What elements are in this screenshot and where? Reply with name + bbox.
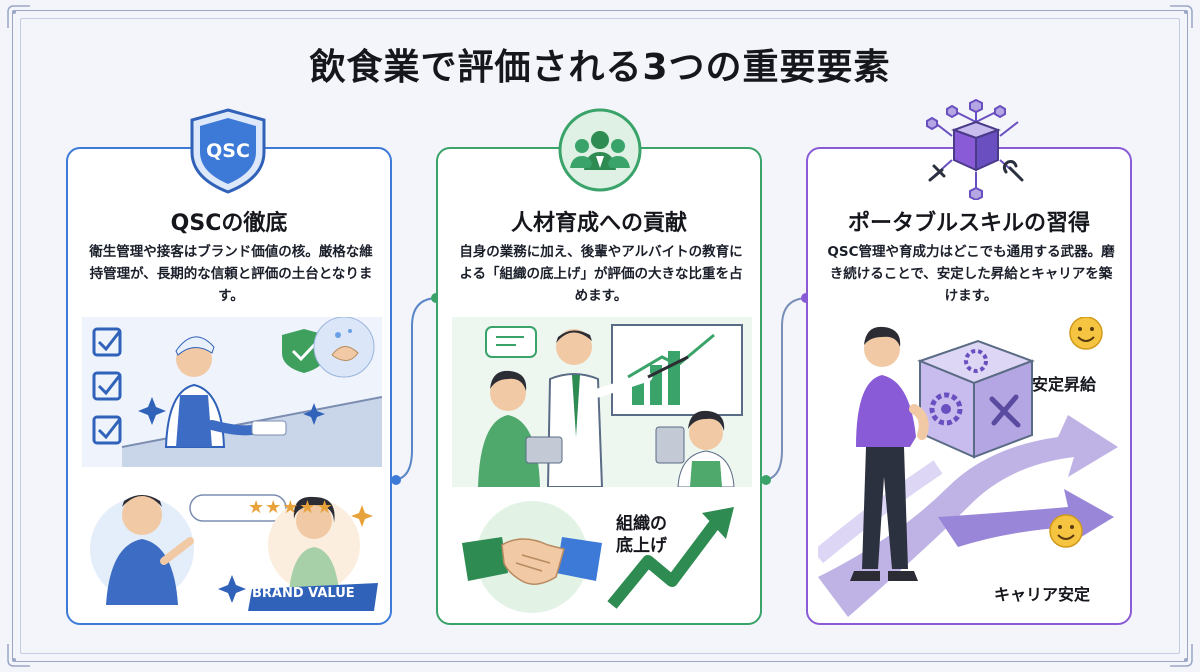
promotion-label: 安定昇給 xyxy=(1032,375,1097,394)
corner-ornament-top-left-icon xyxy=(7,5,30,28)
card-body: QSC管理や育成力はどこでも通用する武器。磨き続けることで、安定した昇給とキャリ… xyxy=(827,244,1115,304)
inner-frame xyxy=(20,18,1180,654)
card-heading: 人材育成への貢献 xyxy=(510,211,687,236)
qsc-shield-icon xyxy=(190,108,266,194)
team-people-icon xyxy=(558,108,642,192)
card-body: 自身の業務に加え、後輩やアルバイトの教育による「組織の底上げ」が評価の大きな比重… xyxy=(459,244,743,304)
career-path-illustration xyxy=(818,317,1118,617)
customer-satisfaction-illustration xyxy=(90,494,378,611)
card-qsc: QSCの徹底 衛生管理や接客はブランド価値の核。厳格な維持管理が、長期的な信頼と… xyxy=(66,147,392,625)
cleaning-staff-illustration xyxy=(82,317,382,467)
rating-stars: ★★★★★ xyxy=(248,497,334,518)
card-body: 衛生管理や接客はブランド価値の核。厳格な維持管理が、長期的な信頼と評価の土台とな… xyxy=(89,244,373,304)
card-heading: ポータブルスキルの習得 xyxy=(847,211,1090,236)
handshake-growth-illustration xyxy=(462,501,734,613)
corner-ornament-top-right-icon xyxy=(1170,5,1193,28)
career-stability-label: キャリア安定 xyxy=(994,585,1091,604)
growth-label-line-1: 組織の xyxy=(616,514,667,534)
growth-label-line-2: 底上げ xyxy=(616,536,667,556)
qsc-badge-text: QSC xyxy=(206,140,250,162)
card-people-development: 人材育成への貢献 自身の業務に加え、後輩やアルバイトの教育による「組織の底上げ」… xyxy=(436,147,762,625)
corner-ornament-bottom-right-icon xyxy=(1170,644,1193,667)
training-illustration xyxy=(452,317,752,487)
corner-ornament-bottom-left-icon xyxy=(7,644,30,667)
card-portable-skills: ポータブルスキルの習得 QSC管理や育成力はどこでも通用する武器。磨き続けること… xyxy=(806,147,1132,625)
page-title: 飲食業で評価される3つの重要要素 xyxy=(309,47,891,88)
outer-frame xyxy=(12,10,1188,662)
skill-cube-network-icon xyxy=(926,98,1024,200)
brand-value-banner: BRAND VALUE xyxy=(252,586,355,601)
card-heading: QSCの徹底 xyxy=(170,211,288,236)
